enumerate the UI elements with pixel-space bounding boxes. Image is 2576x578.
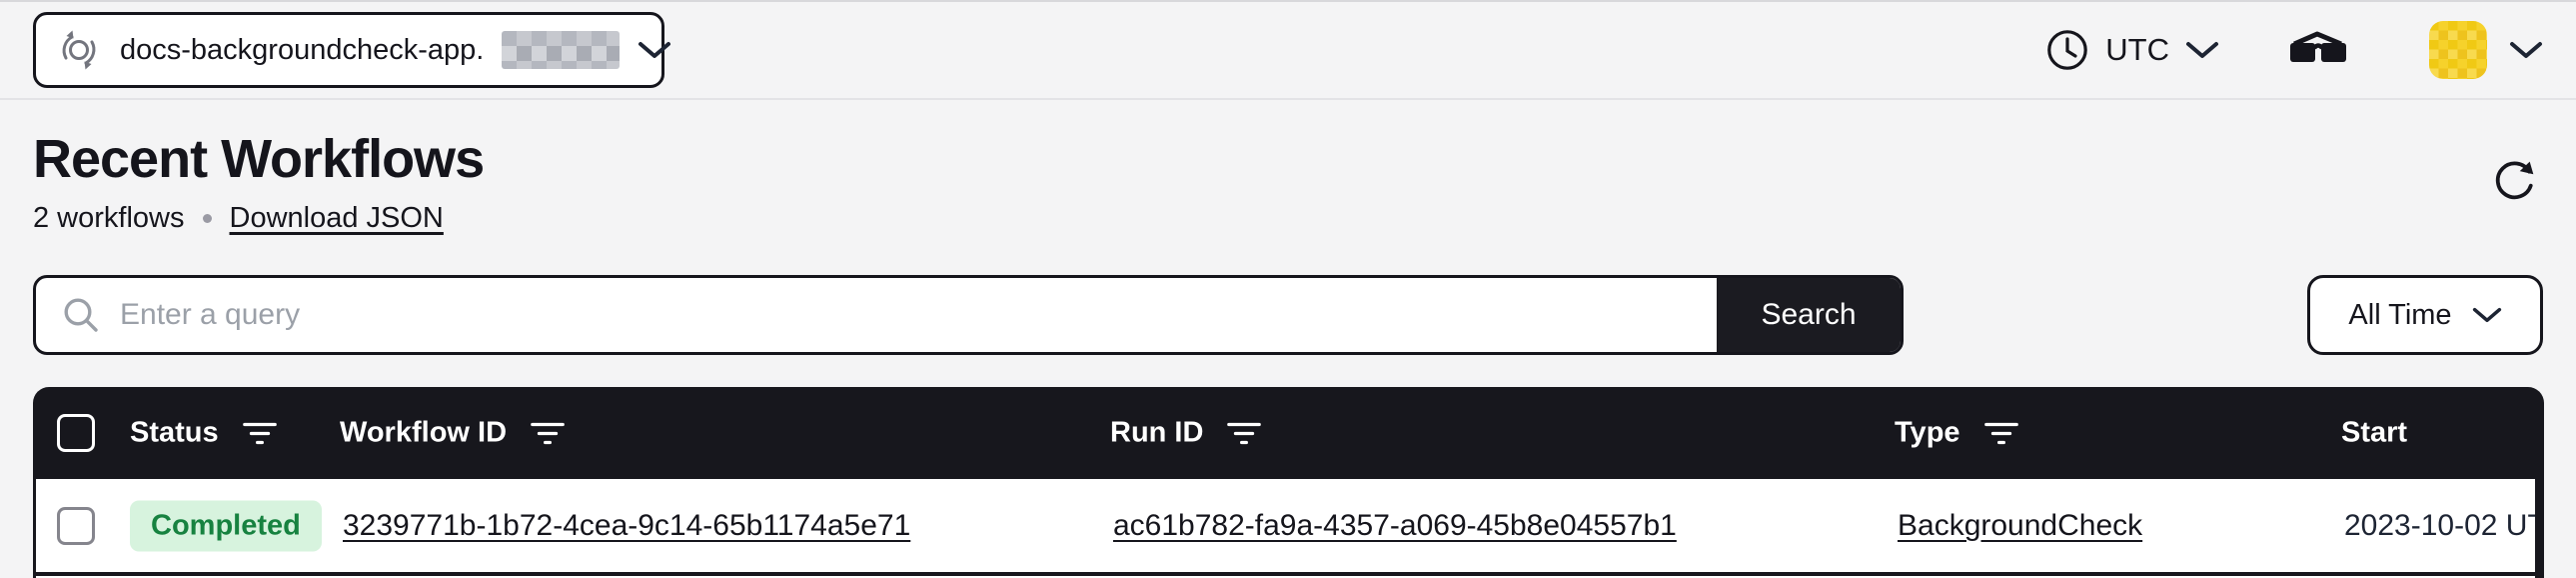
refresh-icon xyxy=(2495,161,2534,200)
filter-icon[interactable] xyxy=(241,420,279,446)
query-search-box: Search xyxy=(33,275,1904,356)
chevron-down-icon xyxy=(2472,308,2501,323)
top-bar: docs-backgroundcheck-app. UTC xyxy=(0,0,2576,100)
page-title: Recent Workflows xyxy=(33,129,485,189)
search-row: Search All Time xyxy=(33,275,2543,356)
time-range-filter[interactable]: All Time xyxy=(2307,275,2543,356)
table-row: Completed 3239771b-1b72-4cea-9c14-65b117… xyxy=(36,479,2535,573)
separator-dot xyxy=(202,214,212,224)
avatar xyxy=(2429,21,2487,79)
column-header-type: Type xyxy=(1895,417,2020,450)
workflow-count: 2 workflows xyxy=(33,202,185,235)
row-checkbox[interactable] xyxy=(57,506,95,545)
namespace-icon xyxy=(56,27,102,73)
redacted-namespace-suffix xyxy=(502,31,621,69)
topbar-right-cluster: UTC xyxy=(2045,21,2543,79)
row-divider xyxy=(33,572,2544,577)
column-header-workflow-id: Workflow ID xyxy=(340,417,567,450)
query-input[interactable] xyxy=(120,278,1717,353)
start-time-cell: 2023-10-02 UT xyxy=(2344,508,2535,542)
download-json-link[interactable]: Download JSON xyxy=(229,202,444,235)
table-header: Status Workflow ID xyxy=(33,387,2544,479)
account-menu[interactable] xyxy=(2429,21,2543,79)
chevron-down-icon xyxy=(2510,42,2542,58)
namespace-label: docs-backgroundcheck-app. xyxy=(120,33,485,66)
column-header-run-id: Run ID xyxy=(1110,417,1263,450)
labs-mode-toggle[interactable] xyxy=(2285,29,2351,71)
clock-icon xyxy=(2047,30,2088,70)
timezone-selector[interactable]: UTC xyxy=(2045,28,2219,72)
status-badge-cell: Completed xyxy=(130,500,322,552)
filter-icon[interactable] xyxy=(529,420,567,446)
main-content: Recent Workflows 2 workflows Download JS… xyxy=(0,130,2576,578)
workflows-table: Status Workflow ID xyxy=(33,387,2544,578)
filter-icon[interactable] xyxy=(1225,420,1263,446)
refresh-button[interactable] xyxy=(2491,158,2537,207)
workflow-type-link[interactable]: BackgroundCheck xyxy=(1898,508,2143,542)
filter-icon[interactable] xyxy=(1982,420,2020,446)
workflow-id-link[interactable]: 3239771b-1b72-4cea-9c14-65b1174a5e71 xyxy=(343,508,911,542)
status-badge: Completed xyxy=(130,500,322,552)
page-header: Recent Workflows 2 workflows Download JS… xyxy=(33,130,2543,235)
chevron-down-icon xyxy=(2186,42,2218,58)
select-all-checkbox[interactable] xyxy=(57,414,95,453)
column-header-start: Start xyxy=(2341,416,2408,449)
search-icon xyxy=(64,298,98,333)
table-row-partial xyxy=(36,576,2535,578)
namespace-selector[interactable]: docs-backgroundcheck-app. xyxy=(33,12,671,88)
column-header-status: Status xyxy=(130,417,279,450)
chevron-down-icon xyxy=(639,42,671,58)
search-button[interactable]: Search xyxy=(1717,278,1901,353)
glasses-icon xyxy=(2290,31,2346,62)
timezone-label: UTC xyxy=(2105,32,2169,67)
time-range-label: All Time xyxy=(2348,298,2452,331)
run-id-link[interactable]: ac61b782-fa9a-4357-a069-45b8e04557b1 xyxy=(1113,508,1677,542)
page-subtitle: 2 workflows Download JSON xyxy=(33,202,484,235)
